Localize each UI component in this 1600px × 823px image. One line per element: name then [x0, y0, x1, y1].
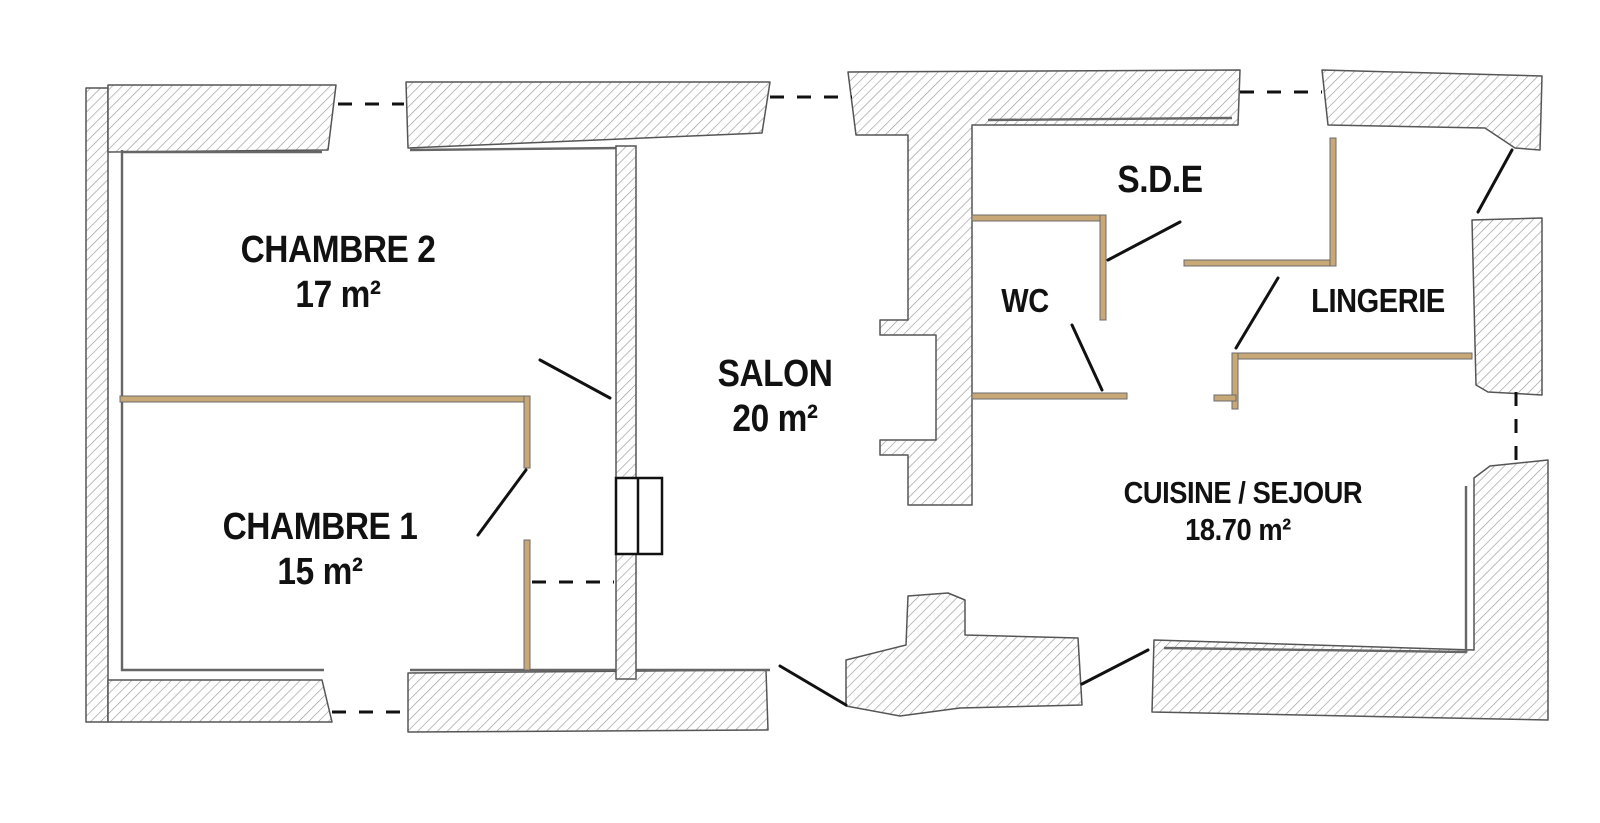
wall-left: [85, 87, 109, 723]
door-chambre1: [476, 468, 528, 537]
partition-sde-right: [1329, 137, 1337, 267]
wall-top-left-1: [107, 84, 337, 153]
door-bottom-left: [778, 664, 848, 707]
door-sde: [1106, 220, 1182, 262]
partition-lingerie-stub: [1231, 352, 1239, 410]
partition-sde-bottom: [1183, 259, 1337, 267]
room-area: 15 m²: [277, 550, 363, 593]
partition-chambre1-closet: [523, 395, 531, 469]
door-top-right: [1476, 148, 1514, 214]
room-label-chambre1: CHAMBRE 1 15 m²: [214, 505, 425, 595]
wall-right-lower: [1151, 459, 1549, 721]
partition-wc-top: [971, 214, 1103, 222]
room-area: 20 m²: [732, 397, 818, 440]
partition-wc-bottom: [971, 392, 1128, 400]
partition-lingerie-foot: [1213, 394, 1237, 402]
wall-chambres-salon: [615, 145, 637, 680]
wall-right-upper: [1471, 217, 1543, 396]
wall-top-left-2: [405, 81, 771, 149]
partition-chambre1-low: [523, 539, 531, 671]
door-bottom-right: [1080, 648, 1150, 686]
openings: [332, 90, 1518, 714]
wall-bottom-left-2: [407, 669, 769, 733]
partition-chambres: [119, 395, 531, 403]
partition-wc-right: [1099, 214, 1107, 321]
door-wc: [1070, 323, 1104, 392]
room-label-cuisine: CUISINE / SEJOUR 18.70 m²: [1123, 475, 1363, 548]
wall-bottom-left-1: [107, 679, 333, 723]
room-label-lingerie: LINGERIE: [1308, 282, 1449, 321]
room-area: 18.70 m²: [1185, 511, 1291, 547]
wall-central-t: [847, 69, 1241, 506]
room-name: S.D.E: [1117, 159, 1203, 201]
room-name: CHAMBRE 2: [240, 229, 436, 271]
wall-top-right: [1321, 69, 1543, 151]
room-name: WC: [1001, 282, 1049, 319]
room-name: CUISINE / SEJOUR: [1123, 475, 1363, 510]
room-label-wc: WC: [994, 282, 1056, 321]
wall-bottom-center: [845, 592, 1083, 717]
room-name: SALON: [717, 353, 833, 395]
room-label-chambre2: CHAMBRE 2 17 m²: [232, 228, 443, 318]
door-lingerie: [1234, 276, 1280, 350]
room-area: 17 m²: [295, 273, 381, 316]
room-name: LINGERIE: [1311, 282, 1445, 319]
interior-wall-lines: [120, 116, 1468, 672]
room-label-salon: SALON 20 m²: [700, 352, 850, 442]
chimney-box: [614, 476, 664, 556]
door-chambre2: [538, 358, 612, 400]
door-swings: [476, 148, 1514, 707]
room-name: CHAMBRE 1: [222, 506, 418, 548]
partitions: [119, 137, 1473, 671]
partition-lingerie: [1235, 352, 1473, 360]
room-label-sde: S.D.E: [1107, 158, 1213, 203]
